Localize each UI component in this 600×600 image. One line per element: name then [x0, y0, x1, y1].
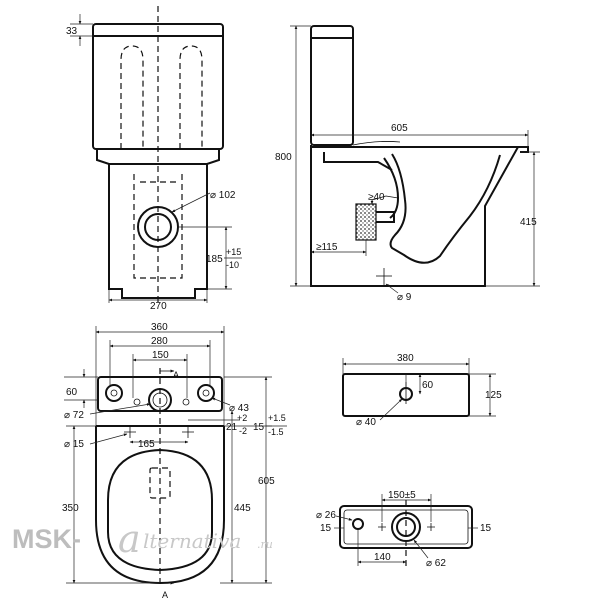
dim-21-tol-minus: -2	[239, 426, 247, 436]
dim-60: 60	[66, 387, 78, 398]
dim-base-width: 270	[150, 301, 167, 312]
dim-outlet-dia: ⌀ 102	[210, 190, 236, 201]
front-outlet-channel	[133, 174, 183, 279]
top-hole-left-inner	[110, 389, 118, 397]
watermark-letter: a	[118, 517, 141, 561]
tank-bottom-fix-right	[427, 523, 435, 531]
front-tank-cavity-left	[120, 45, 144, 149]
dim-tank-top: 33	[66, 26, 78, 37]
tank-front-view: 380 60 125 ⌀ 40	[342, 353, 502, 428]
dim-350: 350	[62, 503, 79, 514]
top-hole-left-outer	[105, 384, 123, 402]
dim-outlet-tol-minus: -10	[226, 260, 239, 270]
dim-min-115: ≥115	[316, 242, 338, 253]
dim-72: ⌀ 72	[64, 410, 84, 421]
side-wall-outlet-hatch	[355, 203, 377, 241]
dim-tank-60: 60	[422, 380, 434, 391]
dim-165: 165	[138, 439, 155, 450]
side-bowl-trap	[389, 153, 501, 264]
dim-360: 360	[151, 322, 168, 333]
dim-right-height: 415	[520, 217, 537, 228]
dim-tank-40: ⌀ 40	[356, 417, 376, 428]
top-fix-cross-left	[124, 426, 136, 438]
dim-bottom-15-left: 15	[320, 523, 332, 534]
tank-bottom-inlet	[352, 518, 364, 530]
top-view: A A 360 280 150 60 ⌀ 72 ⌀ 43 21 +2 -2	[62, 322, 287, 600]
dim-height: 800	[275, 152, 292, 163]
dim-outlet-tol-plus: +15	[226, 247, 241, 257]
side-tank-outline	[310, 25, 354, 146]
watermark-brand: MSK-	[12, 524, 81, 554]
side-inlet-pipe	[323, 152, 393, 171]
dim-15-tol-minus: -1.5	[268, 427, 284, 437]
top-bowl-seat	[107, 448, 213, 572]
top-small-hole-left	[133, 398, 141, 406]
dim-fix-dia: ⌀ 9	[397, 292, 412, 303]
tank-bottom-fix-left	[378, 523, 386, 531]
side-outlet-socket	[376, 211, 395, 223]
top-small-hole-right	[182, 398, 190, 406]
front-view: 33 ⌀ 102 185 +15 -10 270	[66, 6, 242, 312]
side-rim	[311, 146, 529, 153]
front-tank-cavity-right	[179, 45, 203, 149]
front-collar	[96, 149, 220, 165]
side-outlet-lip	[371, 195, 399, 201]
dim-280: 280	[151, 336, 168, 347]
dim-bottom-15-right: 15	[480, 523, 492, 534]
top-fix-cross-right	[182, 426, 194, 438]
section-mark-bottom: A	[162, 590, 168, 600]
dim-15-tol-plus: +1.5	[268, 413, 286, 423]
dim-21-tol-plus: +2	[237, 413, 247, 423]
top-hole-right-inner	[202, 389, 210, 397]
dim-tank-125: 125	[485, 390, 502, 401]
dim-445: 445	[234, 503, 251, 514]
side-view: 800 605 415 ≥40 ≥115 ⌀ 9	[275, 25, 540, 303]
dim-outlet-height: 185	[206, 254, 223, 265]
dim-43: ⌀ 43	[229, 403, 249, 414]
dim-605: 605	[258, 476, 275, 487]
side-base-outline	[310, 145, 519, 287]
dim-bottom-140: 140	[374, 552, 391, 563]
dim-bottom-26: ⌀ 26	[316, 510, 336, 521]
dim-bottom-150: 150±5	[388, 490, 416, 501]
watermark-tld: .ru	[257, 538, 273, 551]
dim-150: 150	[152, 350, 169, 361]
dim-tank-380: 380	[397, 353, 414, 364]
dim-bottom-62: ⌀ 62	[426, 558, 446, 569]
watermark: MSK- a lternativa .ru	[12, 517, 273, 561]
top-hole-right-outer	[197, 384, 215, 402]
watermark-word: lternativa	[143, 529, 241, 553]
side-tank-join	[352, 141, 401, 146]
tank-bottom-view: 150±5 ⌀ 26 15 15 140 ⌀ 62	[316, 490, 492, 569]
dim-depth: 605	[391, 123, 408, 134]
dim-15-side: 15	[253, 422, 265, 433]
dim-min-40: ≥40	[368, 192, 385, 203]
section-mark-top: A	[173, 370, 179, 380]
